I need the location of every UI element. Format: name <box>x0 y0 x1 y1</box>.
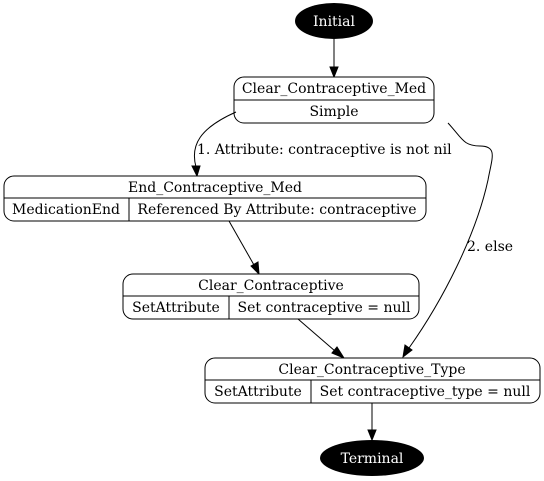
node-title: End_Contraceptive_Med <box>128 180 302 196</box>
edge-end-med-to-clear-contraceptive <box>228 220 260 276</box>
edge-clear-med-to-end-med: 1. Attribute: contraceptive is not nil <box>191 111 452 178</box>
node-title: Clear_Contraceptive_Med <box>242 81 426 97</box>
node-detail: Referenced By Attribute: contraceptive <box>137 202 416 218</box>
edge-label-condition-1: 1. Attribute: contraceptive is not nil <box>197 142 452 158</box>
node-clear-contraceptive[interactable]: Clear_Contraceptive SetAttribute Set con… <box>122 273 420 320</box>
terminal-label: Terminal <box>341 451 404 467</box>
edge-clear-type-to-terminal <box>367 403 377 442</box>
node-clear-contraceptive-med[interactable]: Clear_Contraceptive_Med Simple <box>233 76 435 124</box>
node-type: MedicationEnd <box>12 202 120 218</box>
node-type: Simple <box>309 104 358 120</box>
edge-label-condition-2: 2. else <box>467 239 513 255</box>
node-detail: Set contraceptive = null <box>238 300 411 316</box>
node-title: Clear_Contraceptive <box>198 278 344 294</box>
initial-label: Initial <box>313 14 355 30</box>
node-clear-contraceptive-type[interactable]: Clear_Contraceptive_Type SetAttribute Se… <box>204 357 541 404</box>
edge-clear-med-to-clear-type: 2. else <box>402 122 513 359</box>
edge-initial-to-clear-med <box>329 39 339 79</box>
node-end-contraceptive-med[interactable]: End_Contraceptive_Med MedicationEnd Refe… <box>3 175 427 222</box>
node-type: SetAttribute <box>214 384 302 400</box>
terminal-node[interactable]: Terminal <box>320 440 424 476</box>
edge-clear-contraceptive-to-clear-type <box>297 318 346 360</box>
node-type: SetAttribute <box>132 300 220 316</box>
node-title: Clear_Contraceptive_Type <box>278 362 465 378</box>
node-detail: Set contraceptive_type = null <box>320 384 531 400</box>
initial-node[interactable]: Initial <box>295 3 373 39</box>
